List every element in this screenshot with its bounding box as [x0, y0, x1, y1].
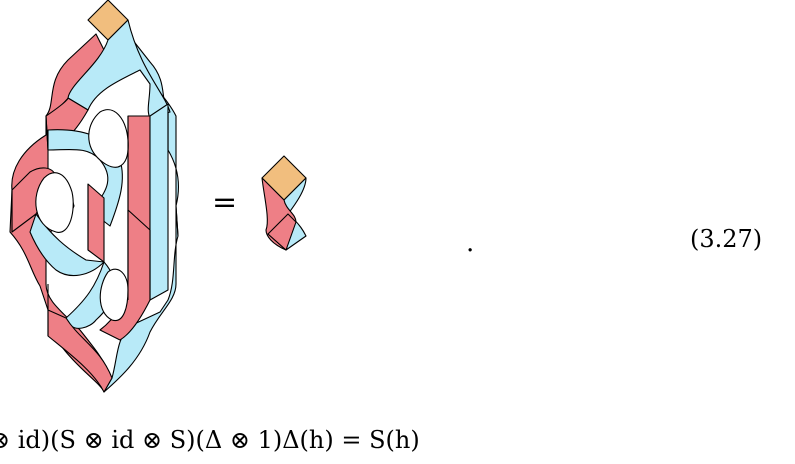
lhs-lower-hole	[99, 268, 129, 322]
lhs-lower-blue-band	[29, 213, 105, 277]
lhs-middle-red-fold-2	[87, 183, 105, 263]
rhs-twist-diagram	[261, 155, 307, 251]
caption-formula: ⊗ id)(S ⊗ id ⊗ S)(Δ ⊗ 1)Δ(h) = S(h)	[0, 426, 420, 454]
equals-sign: =	[212, 185, 238, 220]
lhs-surface-diagram	[9, 0, 179, 393]
trailing-period: .	[466, 228, 475, 258]
lhs-lower-red-band-2	[47, 309, 113, 393]
equation-number: (3.27)	[690, 225, 763, 253]
lhs-upper-hole	[88, 109, 129, 168]
lhs-red-pillar-side	[149, 103, 169, 301]
lhs-seam-lines	[11, 112, 179, 336]
lhs-outer-blue-sheet	[103, 33, 179, 393]
lhs-middle-hole	[35, 172, 74, 233]
rhs-red-lower	[267, 213, 297, 251]
lhs-upper-blue-band	[67, 19, 171, 119]
